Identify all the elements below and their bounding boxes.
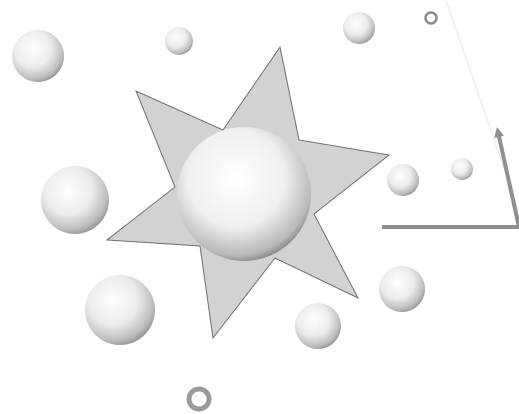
small-sphere bbox=[85, 275, 155, 345]
small-sphere bbox=[379, 266, 425, 312]
small-sphere bbox=[426, 13, 437, 24]
small-sphere bbox=[165, 27, 193, 55]
small-sphere bbox=[41, 166, 109, 234]
small-sphere bbox=[295, 303, 341, 349]
small-sphere bbox=[12, 30, 64, 82]
small-sphere bbox=[189, 389, 209, 409]
large-sphere bbox=[177, 127, 311, 261]
small-sphere bbox=[343, 12, 375, 44]
small-sphere bbox=[451, 158, 473, 180]
small-sphere bbox=[387, 164, 419, 196]
